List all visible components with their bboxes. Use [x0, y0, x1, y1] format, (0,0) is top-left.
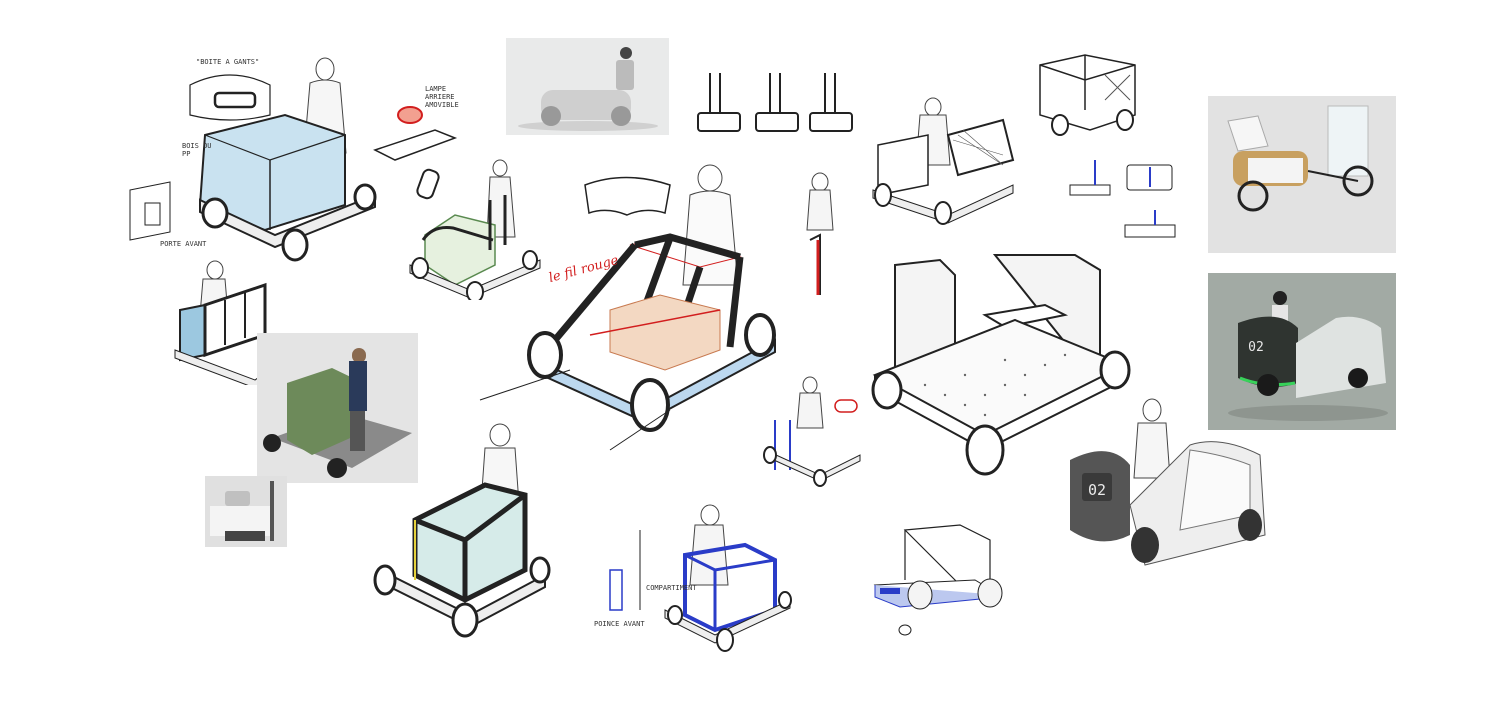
- sketch-small-open-cart: [1025, 45, 1145, 140]
- sketch-rear-lamp: [365, 80, 465, 210]
- note-bois-ou-pp: BOIS OU PP: [182, 142, 212, 158]
- note-porte-avant: PORTE AVANT: [160, 240, 207, 248]
- sketch-mini-carts: [1065, 155, 1180, 250]
- sketch-glass-cart-topleft: [120, 55, 380, 265]
- sketch-large-seat-cart: [865, 245, 1145, 480]
- sketch-net-cart: [868, 95, 1018, 225]
- sketch-yellow-glass-cart: [355, 420, 555, 640]
- sketch-blue-seat-cart: [755, 350, 865, 490]
- photo-02-cart: [1208, 273, 1396, 430]
- sketch-main-frame-cart: [470, 160, 780, 460]
- sketch-seat-profiles: [690, 68, 860, 138]
- sketch-02-cart: [1060, 395, 1280, 575]
- sketch-green-frame-cart: [405, 150, 545, 300]
- photo-seated-cart-render: [506, 38, 669, 135]
- sketch-handle-profile: [790, 170, 840, 300]
- sketch-02-display: 02: [1087, 481, 1107, 499]
- photo-tray-detail: [205, 476, 287, 547]
- note-lampe-arriere: LAMPE ARRIERE AMOVIBLE: [425, 85, 459, 109]
- note-pince-avant: POINCE AVANT: [594, 620, 645, 628]
- photo-02-display: 02: [1248, 340, 1264, 355]
- photo-green-cover-cart: [257, 333, 418, 483]
- sketch-low-electric-cart: [865, 520, 1005, 645]
- photo-wooden-cargo-bike: [1208, 96, 1396, 253]
- sketch-blue-frame-cart: [595, 490, 805, 660]
- note-compartiment: COMPARTIMENT: [646, 584, 697, 592]
- note-boite-a-gants: "BOITE A GANTS": [196, 58, 260, 66]
